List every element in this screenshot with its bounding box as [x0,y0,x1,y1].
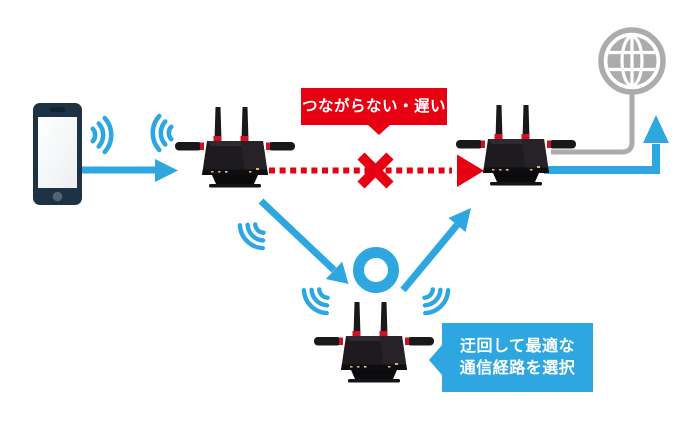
arrow-phone-to-router [82,159,178,182]
reroute-ring-icon [353,247,399,293]
arrow-router-to-internet [544,115,669,174]
router-icon-detour [314,302,434,383]
arrow-router-to-detour [258,198,349,284]
wifi-wave-icon [93,118,111,152]
failed-path [269,152,484,189]
internet-globe-icon [598,27,666,95]
blocked-x-icon [357,152,394,189]
smartphone-icon [33,103,82,205]
problem-callout-text: つながらない・遅い [301,98,446,115]
solution-callout-line2: 通信経路を選択 [459,360,576,377]
arrow-detour-to-router [400,208,471,293]
callout-tail-down [368,125,390,135]
router-icon-main [175,107,295,188]
wifi-wave-icon [153,116,171,150]
problem-callout: つながらない・遅い [301,88,447,135]
wifi-wave-icon [300,282,335,317]
internet-link-line [551,93,635,155]
solution-callout: 迂回して最適な 通信経路を選択 [429,323,593,392]
callout-tail-left [429,345,442,375]
wifi-wave-icon [417,282,452,317]
wifi-wave-icon [236,217,271,252]
solution-callout-line1: 迂回して最適な [459,338,576,355]
